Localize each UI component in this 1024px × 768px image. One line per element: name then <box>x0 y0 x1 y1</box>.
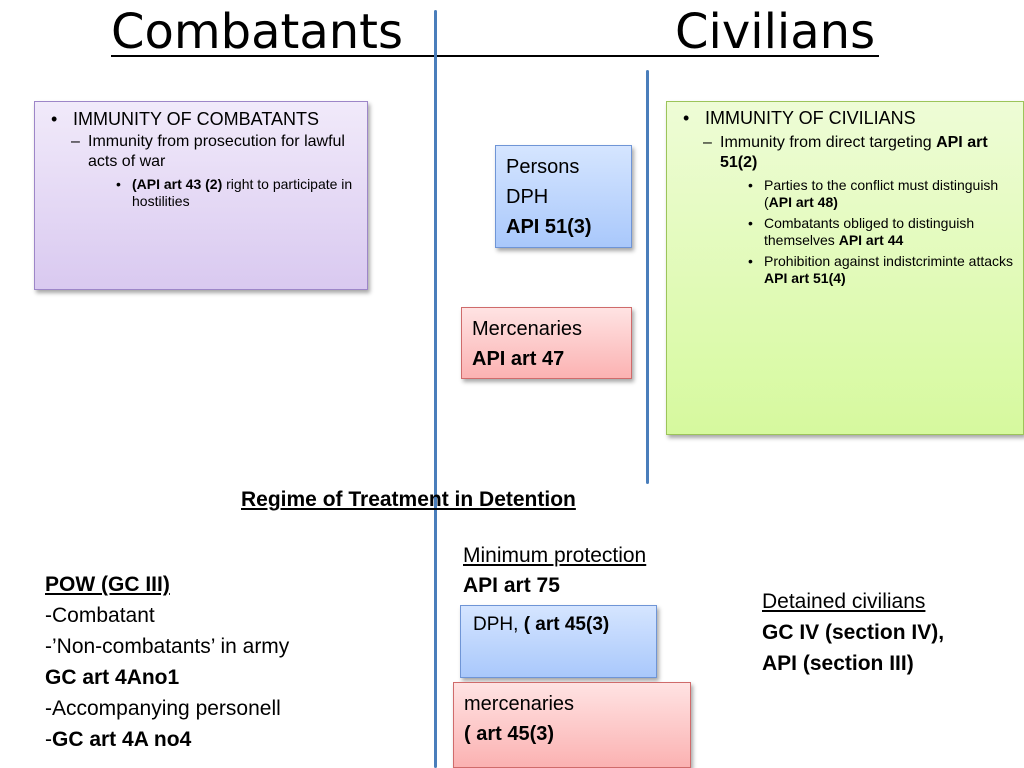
mercenaries-bottom-line2: ( art 45(3) <box>464 723 555 745</box>
pow-line5-dash: - <box>45 728 52 751</box>
mercenaries-top-box: Mercenaries API art 47 <box>461 307 632 379</box>
civilians-sub-ref: API art 51(2) <box>720 134 988 171</box>
civilians-heading: IMMUNITY OF CIVILIANS <box>705 108 916 128</box>
civilians-item-1-text: Parties to the conflict must distinguish… <box>764 177 999 210</box>
pow-line2: -’Non-combatants’ in army <box>45 635 290 658</box>
civilians-heading-item: •IMMUNITY OF CIVILIANS –Immunity from di… <box>683 108 1014 286</box>
detained-civilians-block: Detained civilians GC IV (section IV), A… <box>762 586 944 679</box>
persons-dph-line3: API 51(3) <box>506 216 592 238</box>
persons-dph-line1: Persons <box>506 156 580 178</box>
civilians-sub-item: –Immunity from direct targeting API art … <box>703 134 1014 286</box>
civilians-sub-prefix: Immunity from direct targeting <box>720 134 937 151</box>
detained-civilians-line2: API (section III) <box>762 652 914 675</box>
right-divider-line <box>646 70 649 484</box>
dph-bottom-box: DPH, ( art 45(3) <box>460 605 657 678</box>
mercenaries-bottom-box: mercenaries ( art 45(3) <box>453 682 691 768</box>
combatants-sub: Immunity from prosecution for lawful act… <box>88 133 345 170</box>
combatants-sub-item: –Immunity from prosecution for lawful ac… <box>71 132 359 210</box>
civilians-item-3: •Prohibition against indistcriminte atta… <box>748 253 1014 286</box>
title-combatants: Combatants <box>111 4 404 60</box>
left-divider-line <box>434 10 437 768</box>
persons-dph-line2: DPH <box>506 186 549 208</box>
regime-heading: Regime of Treatment in Detention <box>241 488 576 511</box>
detained-civilians-heading: Detained civilians <box>762 590 926 613</box>
combatants-heading: IMMUNITY OF COMBATANTS <box>73 109 319 129</box>
pow-line3: GC art 4Ano1 <box>45 666 180 689</box>
minimum-protection: Minimum protection API art 75 <box>463 541 646 601</box>
pow-line5-row: -GC art 4A no4 <box>45 724 289 755</box>
civilians-item-3-text: Prohibition against indistcriminte attac… <box>764 253 1014 269</box>
pow-line1: -Combatant <box>45 604 155 627</box>
min-protection-line2: API art 75 <box>463 574 560 597</box>
civilians-item-3-ref: API art 51(4) <box>764 270 846 286</box>
civilians-item-2-ref: API art 44 <box>838 232 904 248</box>
pow-line5: GC art 4A no4 <box>52 728 192 751</box>
combatants-detail-ref: (API art 43 (2) <box>132 176 223 192</box>
persons-dph-box: Persons DPH API 51(3) <box>495 145 632 248</box>
combatants-detail-item: •(API art 43 (2) right to participate in… <box>116 176 353 209</box>
pow-line4: -Accompanying personell <box>45 697 281 720</box>
immunity-combatants-box: •IMMUNITY OF COMBATANTS –Immunity from p… <box>34 101 368 290</box>
combatants-heading-item: •IMMUNITY OF COMBATANTS –Immunity from p… <box>43 108 359 210</box>
detained-civilians-line1: GC IV (section IV), <box>762 621 945 644</box>
civilians-item-2-text: Combatants obliged to distinguish themse… <box>764 215 975 248</box>
mercenaries-top-line1: Mercenaries <box>472 318 583 340</box>
pow-block: POW (GC III) -Combatant -’Non-combatants… <box>45 569 289 755</box>
dph-bottom-prefix: DPH, <box>473 614 524 635</box>
pow-heading: POW (GC III) <box>45 573 170 596</box>
civilians-item-2: •Combatants obliged to distinguish thems… <box>748 215 975 248</box>
min-protection-line1: Minimum protection <box>463 544 647 567</box>
civilians-item-1: •Parties to the conflict must distinguis… <box>748 177 999 210</box>
immunity-civilians-box: •IMMUNITY OF CIVILIANS –Immunity from di… <box>666 101 1024 435</box>
civilians-item-1-ref: API art 48) <box>768 194 838 210</box>
mercenaries-bottom-line1: mercenaries <box>464 693 575 715</box>
mercenaries-top-line2: API art 47 <box>472 348 565 370</box>
title-underline <box>111 55 879 57</box>
combatants-detail-rest: right to participate in hostilities <box>132 176 353 209</box>
title-civilians: Civilians <box>675 4 876 60</box>
dph-bottom-ref: ( art 45(3) <box>523 614 610 635</box>
